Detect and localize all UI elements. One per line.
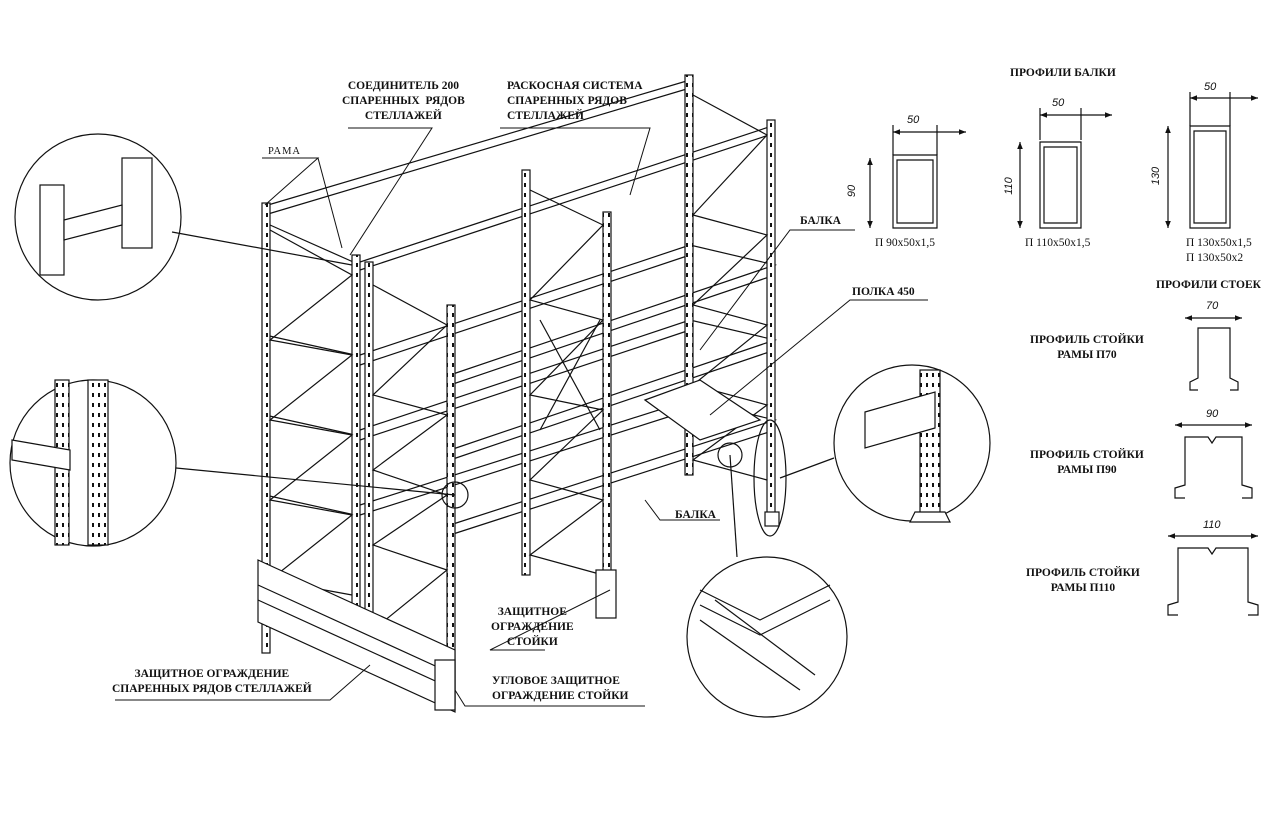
label-beam-bottom: БАЛКА — [675, 509, 716, 521]
upright-profile-90 — [1174, 422, 1253, 499]
upright-profile-90-width: 90 — [1206, 408, 1219, 420]
upright-profile-110-caption: ПРОФИЛЬ СТОЙКИ РАМЫ П110 — [1026, 567, 1140, 594]
upright-profile-90-caption: ПРОФИЛЬ СТОЙКИ РАМЫ П90 — [1030, 449, 1144, 476]
uprights — [261, 74, 776, 706]
detail-circles — [9, 133, 991, 718]
beam-profile-130-width: 50 — [1204, 81, 1217, 93]
beam-profile-90-caption: П 90х50х1,5 — [875, 237, 936, 249]
upright-profile-70-caption: ПРОФИЛЬ СТОЙКИ РАМЫ П70 — [1030, 334, 1144, 361]
beam-profile-110 — [1017, 108, 1112, 229]
upright-profile-70-width: 70 — [1206, 300, 1219, 312]
detail-shelf-edge — [686, 442, 848, 718]
upright-guard — [595, 569, 617, 619]
beam-profile-110-width: 50 — [1052, 97, 1065, 109]
detail-beam-end — [753, 364, 991, 537]
label-row-guard: ЗАЩИТНОЕ ОГРАЖДЕНИЕ СПАРЕННЫХ РЯДОВ СТЕЛ… — [112, 668, 312, 695]
beam-profile-130-caption: П 130х50х1,5 П 130х50х2 — [1186, 237, 1252, 264]
shelf-panel — [643, 379, 762, 441]
frame-bracing — [268, 94, 769, 651]
label-upright-guard: ЗАЩИТНОЕ ОГРАЖДЕНИЕ СТОЙКИ — [491, 606, 574, 648]
label-bracing: РАСКОСНАЯ СИСТЕМА СПАРЕННЫХ РЯДОВ СТЕЛЛА… — [507, 80, 643, 122]
beam-profile-drawings — [867, 92, 1258, 229]
leader-lines — [115, 127, 928, 707]
upright-profile-110-width: 110 — [1203, 519, 1221, 531]
detail-holes — [9, 379, 469, 547]
beam-profile-110-height: 110 — [1002, 177, 1015, 195]
upright-profile-70 — [1185, 315, 1242, 391]
row-guard — [257, 559, 456, 713]
beam-profile-130-height: 130 — [1150, 166, 1163, 186]
beam-profile-130 — [1165, 92, 1258, 229]
label-frame: РАМА — [268, 146, 301, 157]
beam-profiles-title: ПРОФИЛИ БАЛКИ — [1010, 67, 1116, 79]
beam-profile-90-width: 50 — [907, 114, 920, 126]
upright-profile-110 — [1167, 533, 1259, 616]
beam-profile-110-caption: П 110х50х1,5 — [1025, 237, 1091, 249]
upright-profiles-title: ПРОФИЛИ СТОЕК — [1156, 279, 1261, 291]
label-corner-guard: УГЛОВОЕ ЗАЩИТНОЕ ОГРАЖДЕНИЕ СТОЙКИ — [492, 675, 629, 702]
beam-profile-90-height: 90 — [846, 184, 859, 198]
upright-profile-drawings — [1167, 315, 1259, 616]
label-connector: СОЕДИНИТЕЛЬ 200 СПАРЕННЫХ РЯДОВ СТЕЛЛАЖЕ… — [342, 80, 465, 122]
label-beam-top: БАЛКА — [800, 215, 841, 227]
beam-profile-90 — [867, 125, 966, 229]
label-shelf: ПОЛКА 450 — [852, 286, 915, 298]
detail-connector — [14, 133, 353, 301]
top-rails — [267, 79, 776, 271]
